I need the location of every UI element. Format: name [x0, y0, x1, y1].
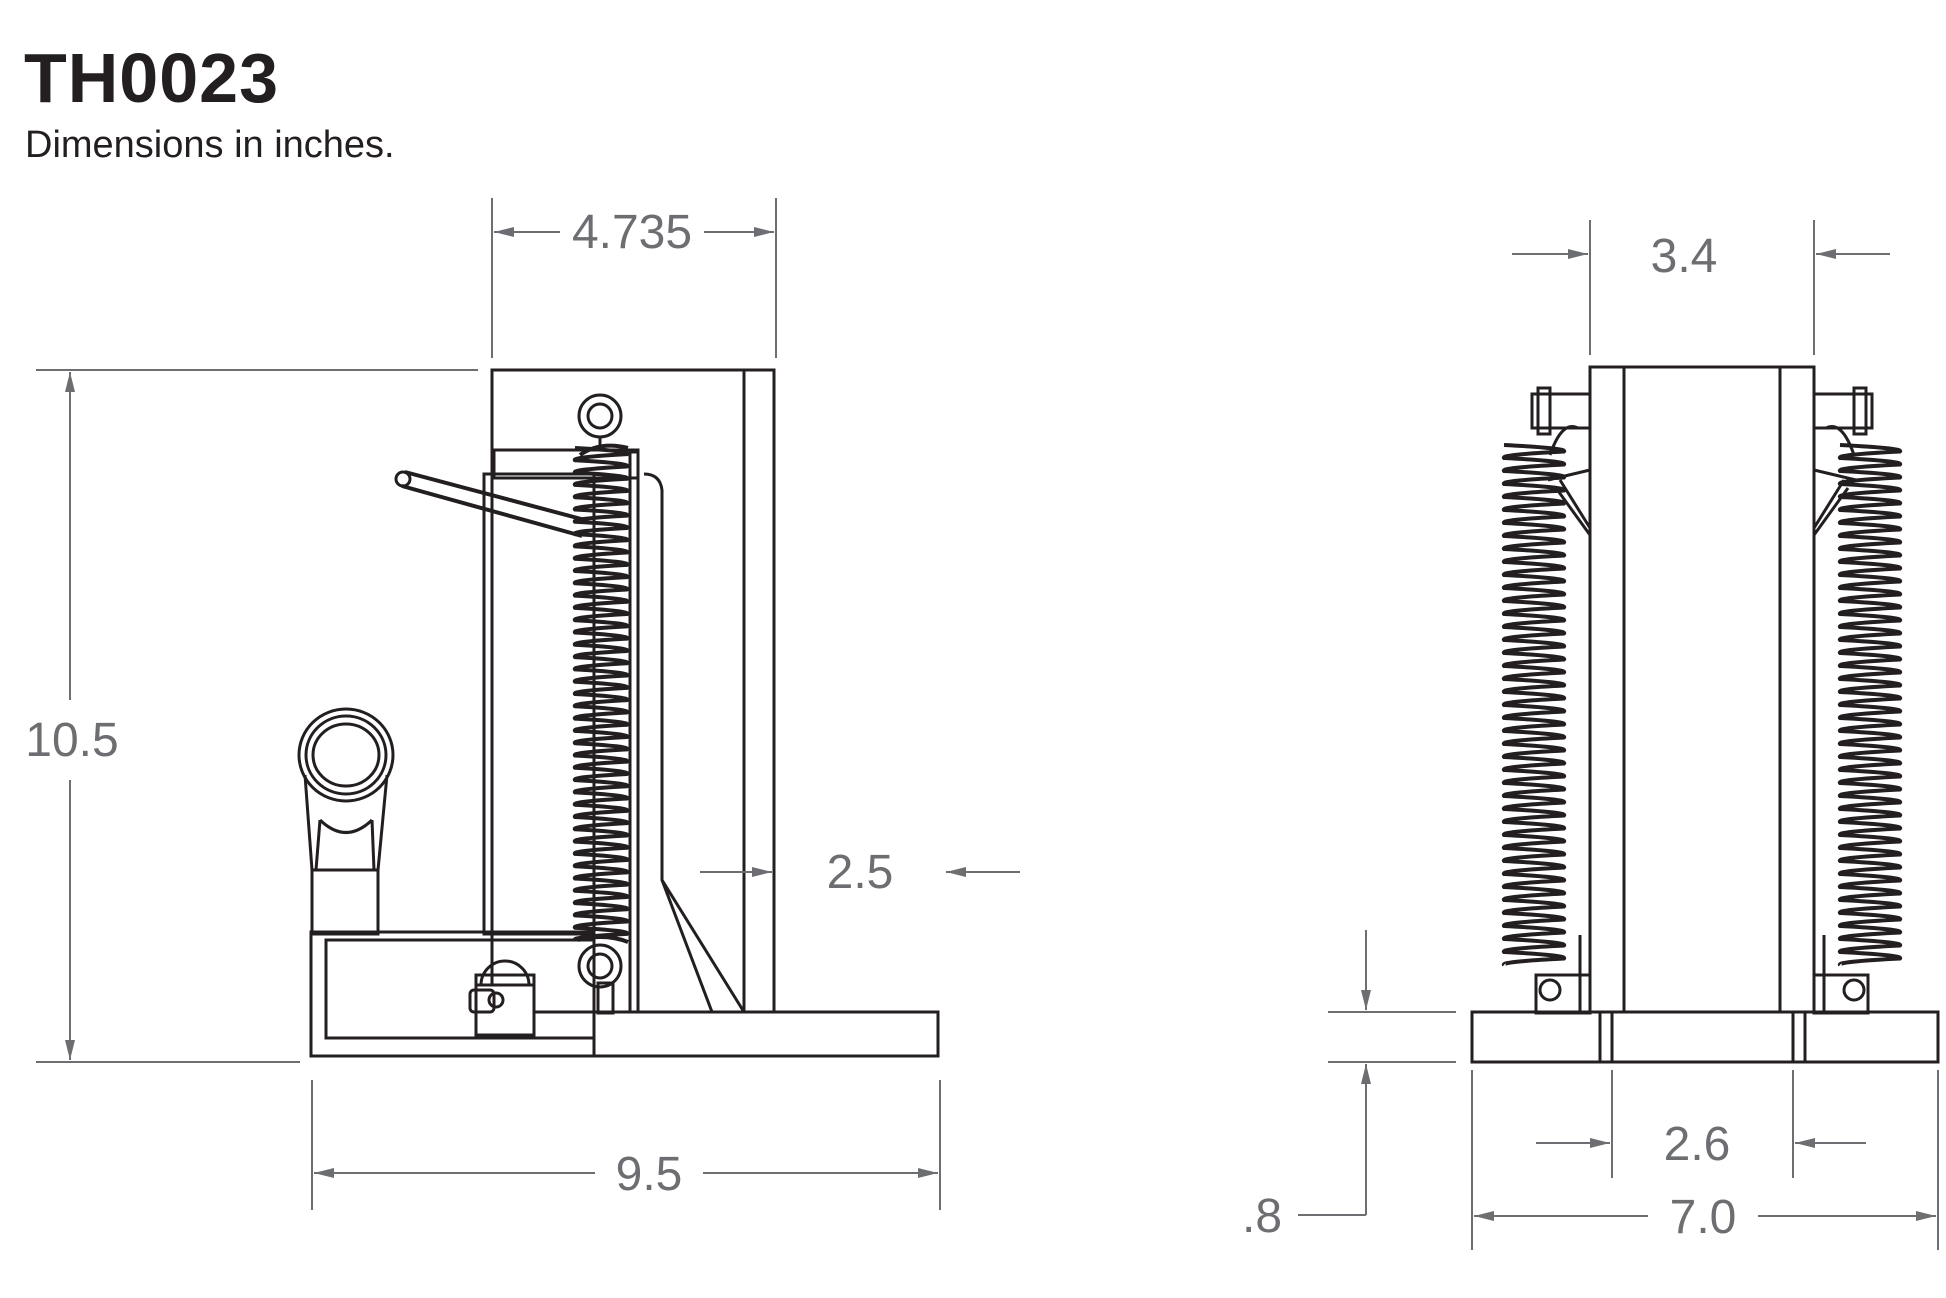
dim-label-base-height: .8 [1242, 1190, 1282, 1243]
drawing-title: TH0023 [24, 39, 280, 117]
drawing-subtitle: Dimensions in inches. [25, 124, 395, 166]
dim-label-top-width: 4.735 [572, 206, 692, 259]
dim-label-side-mid-width: 2.6 [1664, 1118, 1731, 1171]
release-valve [468, 959, 536, 1037]
lever-socket [297, 707, 395, 871]
left-spring-coil [1501, 443, 1567, 967]
front-view [297, 368, 940, 1058]
dim-label-height: 10.5 [25, 714, 118, 767]
side-view [1470, 365, 1940, 1064]
dimension-labels: 4.735 10.5 2.5 9.5 3.4 .8 2.6 7.0 [25, 206, 1736, 1244]
dim-label-side-base-width: 7.0 [1670, 1191, 1737, 1244]
dim-label-base-length: 9.5 [616, 1148, 683, 1201]
right-spring-coil [1837, 443, 1903, 967]
dim-label-side-top-width: 3.4 [1651, 230, 1718, 283]
dim-label-toe-depth: 2.5 [827, 846, 894, 899]
handle [394, 470, 586, 538]
front-spring [572, 393, 640, 1015]
dimension-lines [36, 198, 1939, 1250]
